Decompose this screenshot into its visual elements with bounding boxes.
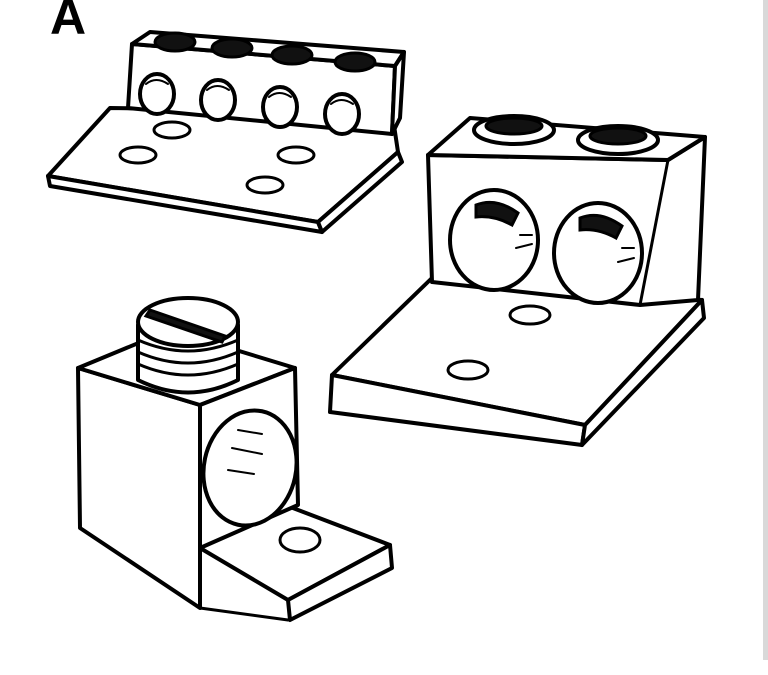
two-port-lug-hole-1	[508, 304, 552, 326]
two-port-lug-base-side	[580, 298, 706, 447]
panel-label: A	[50, 0, 87, 45]
four-port-lug-screw-3	[270, 44, 314, 66]
four-port-lug-block-side	[390, 50, 406, 136]
single-port-lug-base-side	[286, 543, 394, 622]
four-port-lug-hole-3	[276, 145, 316, 165]
four-port-lug	[46, 30, 406, 234]
four-port-lug-hole-2	[118, 145, 158, 165]
four-port-lug-hole-1	[152, 120, 192, 140]
four-port-lug-port-1	[138, 72, 176, 116]
four-port-lug-port-4	[323, 92, 361, 136]
four-port-lug-screw-2	[210, 37, 254, 59]
single-port-lug-port	[201, 408, 299, 528]
four-port-lug-screw-1	[153, 31, 197, 53]
four-port-lug-hole-4	[245, 175, 285, 195]
four-port-lug-port-2	[199, 78, 237, 122]
four-port-lug-screw-4	[333, 51, 377, 73]
single-port-lug	[76, 296, 394, 622]
two-port-lug-block-top	[426, 116, 707, 162]
single-port-lug-hole	[278, 526, 322, 554]
two-port-lug-hole-2	[446, 359, 490, 381]
single-port-lug-block-front	[76, 366, 202, 610]
panel-border	[763, 0, 768, 660]
single-port-lug-screw-slot	[143, 308, 228, 344]
two-port-lug	[328, 114, 707, 447]
four-port-lug-port-3	[261, 85, 299, 129]
four-port-lug-base-side	[316, 150, 404, 234]
